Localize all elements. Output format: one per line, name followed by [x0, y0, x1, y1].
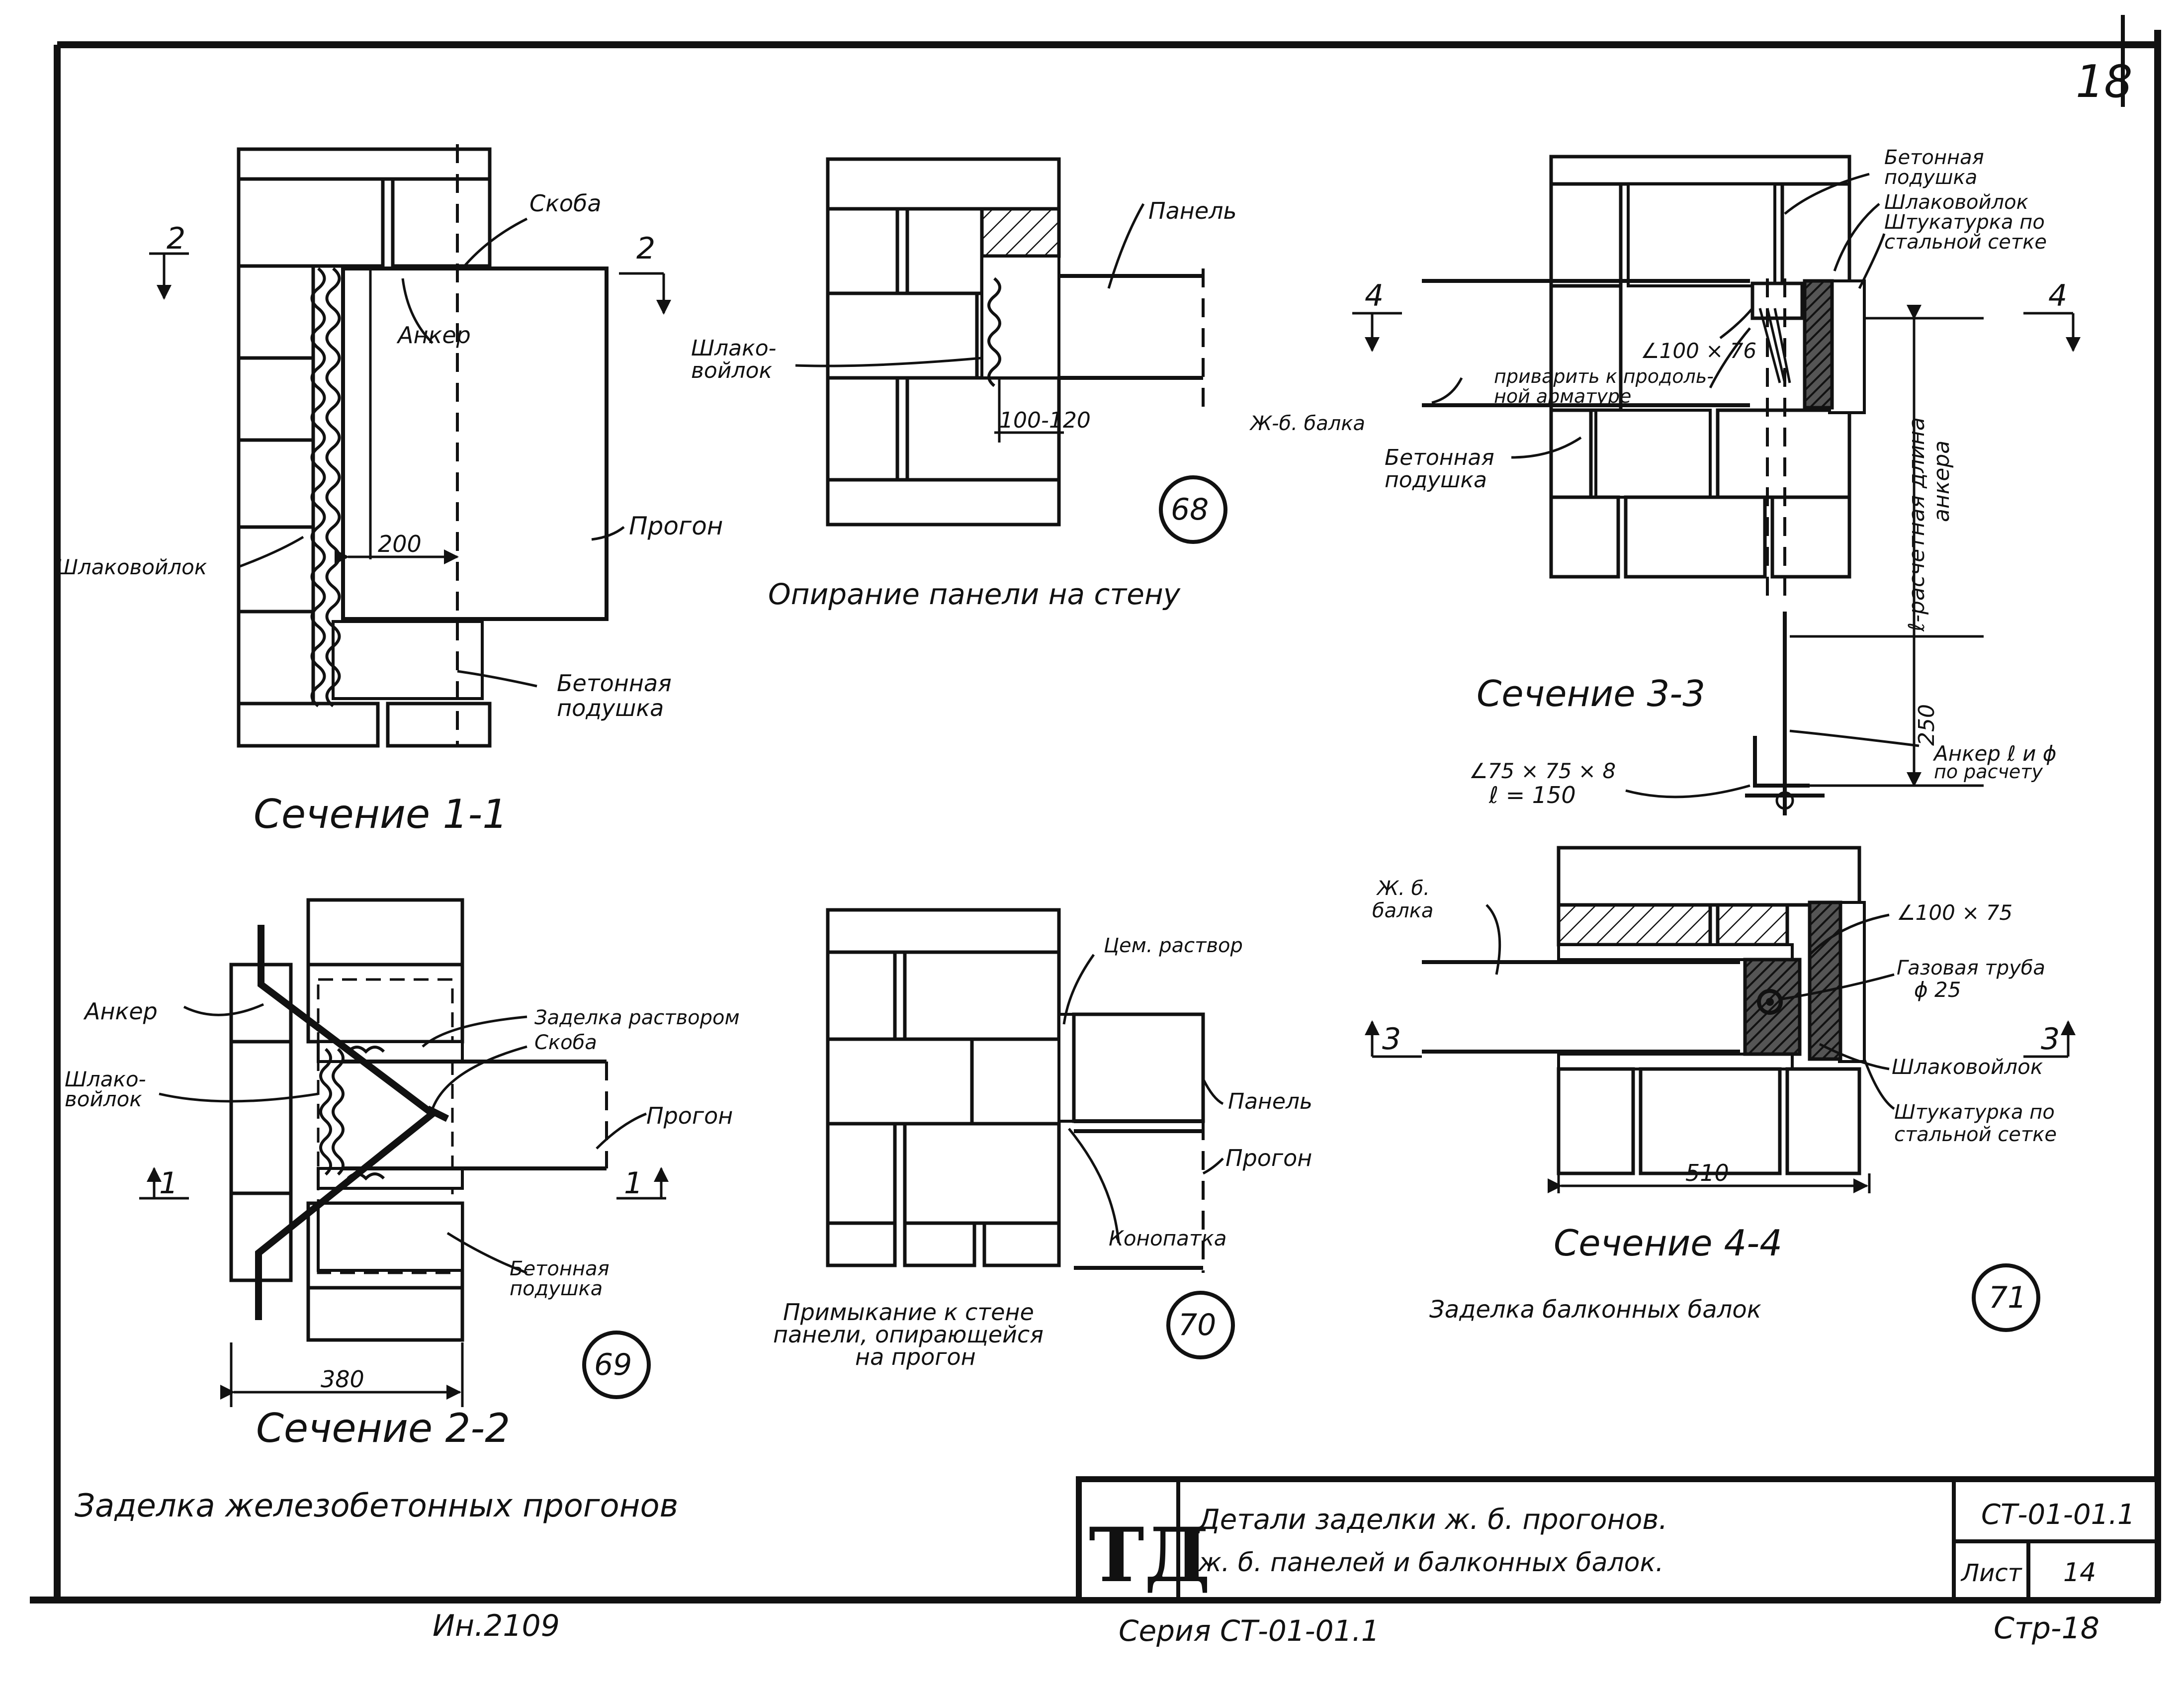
caption-section-3-3: Сечение 3-3	[1477, 673, 1705, 714]
dim-100-120: 100-120	[999, 408, 1091, 433]
label-wool-1: Шлаковойлок	[56, 555, 207, 579]
section-3-3	[1352, 155, 2073, 787]
label-anchor-1: Анкер	[396, 322, 471, 349]
label-angle-4: ∠100 × 75	[1897, 900, 2012, 925]
caption-section-1-1: Сечение 1-1	[254, 791, 508, 837]
label-wool-2b: войлок	[65, 1087, 142, 1111]
figure-70	[826, 908, 1235, 1359]
figure-68	[795, 157, 1227, 544]
caption-70c: на прогон	[855, 1343, 976, 1370]
dim-510: 510	[1685, 1159, 1729, 1186]
section-2-2	[139, 898, 666, 1407]
label-cushion-2a: Бетонная	[510, 1257, 610, 1280]
label-caulk: Конопатка	[1109, 1226, 1226, 1250]
label-anchor-2: Анкер	[83, 998, 158, 1025]
label-plaster-4b: стальной сетке	[1894, 1123, 2057, 1146]
caption-section-4-4: Сечение 4-4	[1554, 1222, 1782, 1264]
label-anchor-len-a: ℓ-расчетная длина	[1904, 417, 1929, 632]
label-beam-3: Ж-б. балка	[1249, 412, 1365, 435]
mark-2-right: 1	[624, 1166, 643, 1201]
number-68: 68	[1171, 492, 1209, 527]
mark-2-left: 1	[159, 1166, 178, 1201]
caption-68: Опирание панели на стену	[768, 577, 1181, 611]
mark-3-right: 4	[2048, 278, 2067, 313]
label-weld-a: приварить к продоль-	[1494, 365, 1714, 387]
number-71: 71	[1989, 1280, 2026, 1315]
title-line-1: Детали заделки ж. б. прогонов.	[1197, 1504, 1667, 1536]
label-plaster-3a: Штукатурка по	[1884, 211, 2045, 234]
label-pipe-b: ϕ 25	[1914, 978, 1961, 1002]
mark-3-left: 4	[1365, 278, 1384, 313]
label-bracket-2: Скоба	[534, 1031, 597, 1054]
label-cushion-3top-a: Бетонная	[1884, 146, 1984, 169]
drawing-code: СТ-01-01.1	[1981, 1499, 2135, 1531]
number-70: 70	[1178, 1308, 1216, 1342]
label-weld-b: ной арматуре	[1494, 385, 1631, 407]
label-angle-3: ∠100 × 76	[1641, 339, 1756, 363]
label-cushion-1b: подушка	[557, 695, 664, 721]
caption-purlins: Заделка железобетонных прогонов	[75, 1488, 678, 1524]
label-pipe-a: Газовая труба	[1897, 957, 2045, 979]
mark-4-right: 3	[2041, 1022, 2060, 1057]
sheet-label: Лист	[1960, 1559, 2023, 1587]
mark-4-left: 3	[1382, 1022, 1401, 1057]
number-69: 69	[594, 1347, 632, 1382]
label-mortar: Заделка раствором	[534, 1006, 740, 1029]
page-number: 18	[2076, 56, 2133, 108]
label-cushion-3top-b: подушка	[1884, 166, 1977, 189]
mark-1-left: 2	[167, 221, 185, 256]
label-wool-68a: Шлако-	[691, 336, 777, 361]
logo-td: ТД	[1089, 1512, 1211, 1599]
title-line-2: ж. б. панелей и балконных балок.	[1198, 1548, 1663, 1578]
label-wool-4: Шлаковойлок	[1892, 1055, 2043, 1079]
anchor-detail	[1625, 612, 1920, 815]
dim-200: 200	[378, 531, 422, 557]
sheet-number: 14	[2063, 1558, 2096, 1588]
label-cushion-2b: подушка	[510, 1277, 603, 1300]
label-anchor-len-b: анкера	[1929, 441, 1954, 522]
label-anchor-phi-a: Анкер ℓ и ϕ	[1932, 741, 2056, 766]
label-purlin-1: Прогон	[629, 512, 723, 540]
series-code: Серия СТ-01-01.1	[1119, 1614, 1380, 1648]
label-cushion-3bot-b: подушка	[1385, 467, 1487, 493]
label-plaster-3b: стальной сетке	[1884, 231, 2047, 254]
label-wool-2a: Шлако-	[65, 1067, 146, 1091]
label-wool-3: Шлаковойлок	[1884, 191, 2028, 214]
caption-70a: Примыкание к стене	[783, 1299, 1034, 1326]
label-cushion-1a: Бетонная	[557, 670, 672, 697]
label-anchor-phi-b: по расчету	[1934, 761, 2043, 783]
section-1-1	[149, 144, 664, 748]
label-purlin-70: Прогон	[1225, 1145, 1312, 1171]
label-wool-68b: войлок	[691, 358, 772, 383]
label-panel-70: Панель	[1228, 1089, 1312, 1114]
label-beam-4b: балка	[1372, 899, 1433, 922]
label-bracket-1: Скоба	[529, 190, 602, 217]
mark-1-right: 2	[636, 231, 655, 266]
label-angle-75-a: ∠75 × 75 × 8	[1469, 759, 1616, 783]
inventory-number: Ин.2109	[433, 1608, 560, 1643]
label-angle-75-b: ℓ = 150	[1488, 782, 1576, 808]
section-4-4	[1372, 846, 2068, 1332]
label-cushion-3bot-a: Бетонная	[1385, 445, 1494, 470]
label-purlin-2: Прогон	[646, 1102, 733, 1129]
page-ref: Стр-18	[1994, 1611, 2099, 1646]
label-plaster-4a: Штукатурка по	[1894, 1101, 2055, 1124]
label-beam-4a: Ж. б.	[1376, 877, 1430, 900]
dim-380: 380	[321, 1366, 364, 1393]
title-block	[1076, 1476, 2161, 1603]
caption-70b: панели, опирающейся	[773, 1321, 1044, 1348]
caption-section-2-2: Сечение 2-2	[256, 1405, 510, 1451]
dim-250: 250	[1914, 704, 1939, 746]
caption-balcony: Заделка балконных балок	[1429, 1296, 1761, 1324]
label-panel-68: Панель	[1148, 197, 1237, 224]
label-cement: Цем. раствор	[1104, 934, 1243, 957]
